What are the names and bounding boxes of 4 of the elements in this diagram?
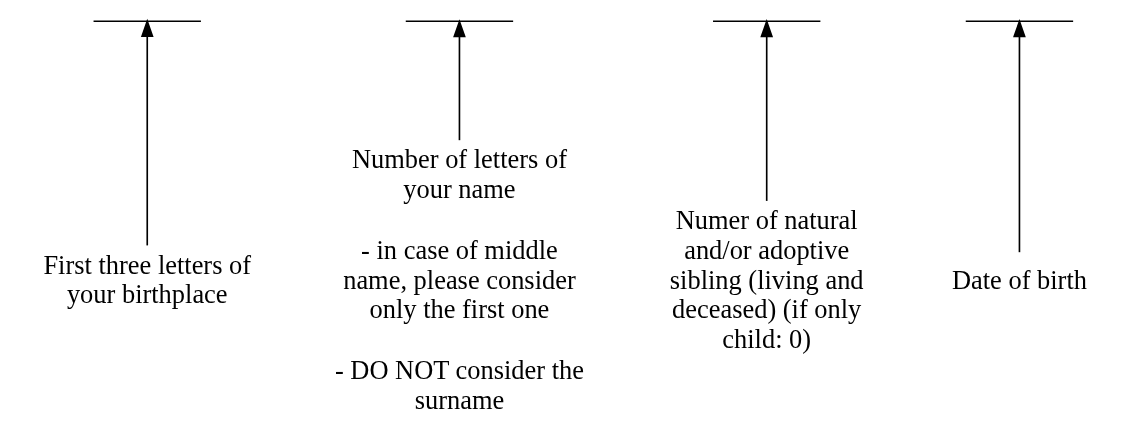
node-text: Numer of natural and/or adoptive sibling (living and deceased) (if only child: 0) <box>669 205 864 355</box>
node-text: Number of letters of your name - in case of middle name, please consider only the first one - DO NOT consider the surname <box>334 143 584 416</box>
node-text: Date of birth <box>951 264 1087 295</box>
node-text: First three letters of your birthplace <box>42 249 251 310</box>
